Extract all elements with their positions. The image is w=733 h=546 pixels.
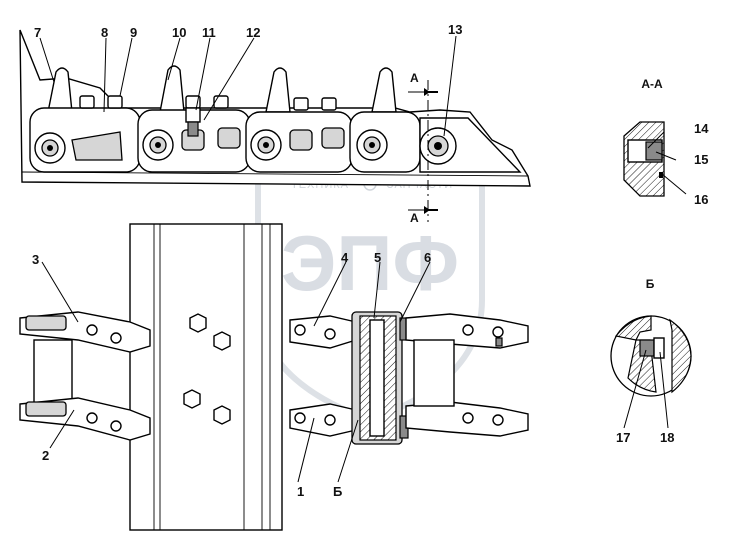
left-links	[19, 311, 151, 441]
section-aa-view: А-А	[623, 77, 665, 197]
callout-4: 4	[341, 250, 349, 265]
sprocket-bolts	[183, 313, 231, 425]
cut-arrowhead-top	[424, 88, 430, 96]
detail-b-hatch-upper	[614, 315, 652, 341]
cut-arrowhead-bottom	[424, 206, 430, 214]
link-3-tab	[25, 315, 67, 331]
bushing-left	[33, 339, 73, 405]
detail-b-pointer-label: Б	[333, 484, 342, 499]
callout-10: 10	[172, 25, 186, 40]
cut-label-top: А	[410, 71, 419, 85]
section-aa-seal	[645, 141, 663, 161]
callout-12: 12	[246, 25, 260, 40]
shoe-bolts	[79, 95, 337, 137]
callout-11: 11	[202, 25, 216, 40]
callout-3: 3	[32, 252, 39, 267]
callout-16: 16	[694, 192, 708, 207]
center-links	[289, 311, 409, 445]
callout-7: 7	[34, 25, 41, 40]
right-links	[405, 313, 529, 437]
detail-b-view: Б	[610, 277, 692, 397]
callout-numbers: 1 2 3 4 5 6 7 8 9 10 11 12 13 14 15 16 1…	[32, 22, 709, 499]
section-aa-pin	[659, 172, 663, 178]
leader-lines	[39, 35, 687, 483]
bushing-right	[413, 339, 455, 407]
pin-bushings	[34, 127, 457, 165]
link-right-upper-notch	[495, 337, 503, 347]
grouser-4	[371, 67, 397, 113]
master-pin	[369, 319, 385, 437]
callout-14: 14	[694, 121, 709, 136]
callout-1: 1	[297, 484, 304, 499]
callout-8: 8	[101, 25, 108, 40]
link-2-tab	[25, 401, 67, 417]
callout-9: 9	[130, 25, 137, 40]
callout-2: 2	[42, 448, 49, 463]
link-window-1	[71, 131, 123, 161]
grouser-3	[265, 67, 291, 113]
callout-18: 18	[660, 430, 674, 445]
chain-side-view: А А	[19, 29, 531, 225]
callout-13: 13	[448, 22, 462, 37]
callout-15: 15	[694, 152, 708, 167]
nut-12	[187, 121, 199, 137]
link-window-5	[321, 127, 345, 149]
sprocket-body	[129, 223, 283, 531]
callout-5: 5	[374, 250, 381, 265]
callout-17: 17	[616, 430, 630, 445]
section-cut-a: А А	[408, 71, 438, 225]
link-window-3	[217, 127, 241, 149]
callout-6: 6	[424, 250, 431, 265]
grouser-2	[159, 65, 185, 113]
detail-b-title: Б	[646, 277, 655, 291]
section-aa-title: А-А	[641, 77, 663, 91]
detail-b-hatch-right	[669, 318, 692, 394]
detail-b-seal	[639, 339, 655, 357]
watermark-logo: ЭПФ	[281, 219, 459, 307]
chain-plan-view	[19, 223, 529, 531]
bolt-12	[185, 107, 201, 123]
grouser-1	[47, 67, 73, 113]
cut-label-bottom: А	[410, 211, 419, 225]
link-window-4	[289, 129, 313, 151]
detail-b-ring	[653, 337, 665, 359]
